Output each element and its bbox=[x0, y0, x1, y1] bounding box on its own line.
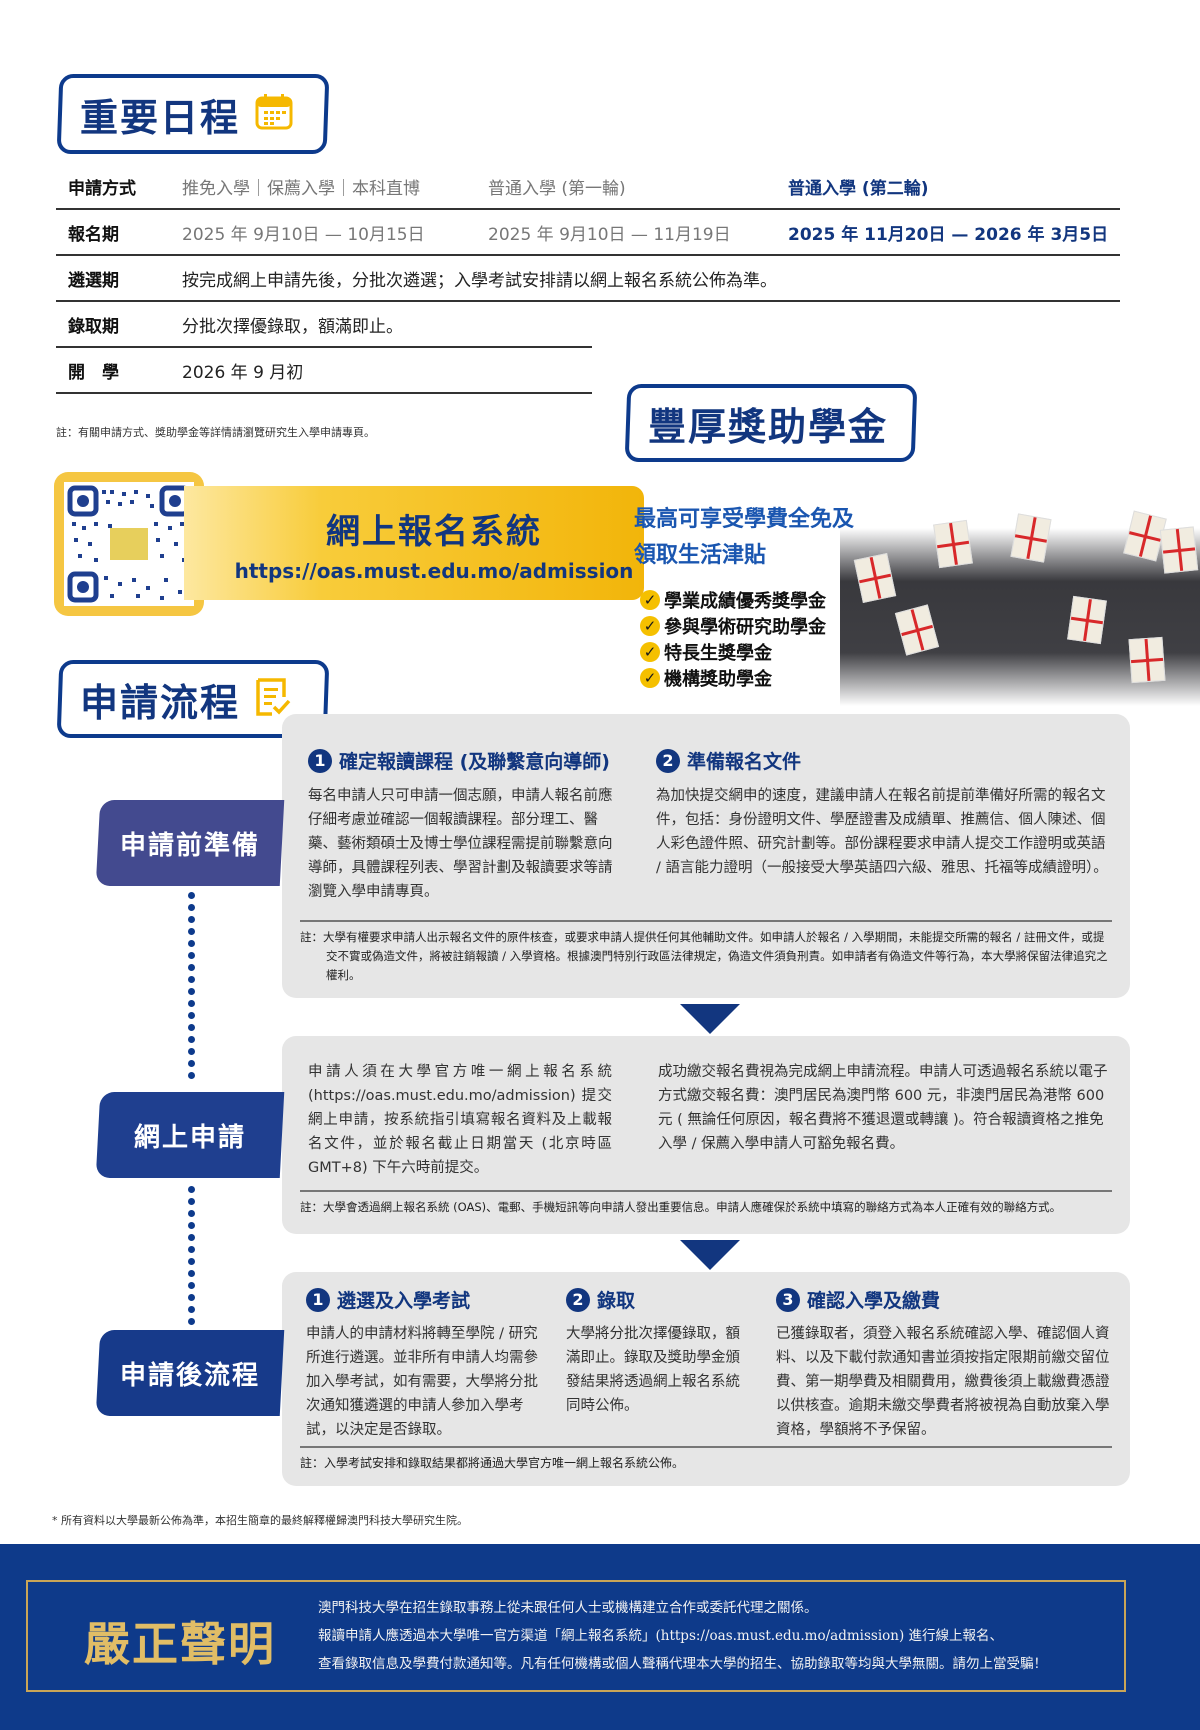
process-title-box: 申請流程 bbox=[56, 660, 330, 738]
scholarship-item: ✓學業成績優秀獎學金 bbox=[640, 587, 826, 613]
schedule-row-registration: 報名期 2025 年 9月10日 — 10月15日 2025 年 9月10日 —… bbox=[56, 210, 1120, 256]
step-text: 申請人須在大學官方唯一網上報名系統 (https://oas.must.edu.… bbox=[308, 1064, 612, 1176]
footer-frame: 嚴正聲明 澳門科技大學在招生錄取事務上從未跟任何人士或機構建立合作或委託代理之關… bbox=[26, 1580, 1126, 1692]
arrow-down-icon bbox=[680, 1004, 740, 1034]
step-text: 申請人的申請材料將轉至學院 / 研究所進行遴選。並非所有申請人均需參加入學考試，… bbox=[306, 1326, 538, 1438]
stage-card-preparation bbox=[282, 714, 1130, 998]
period-round-1: 2025 年 9月10日 — 11月19日 bbox=[488, 224, 731, 245]
step-text: 已獲錄取者，須登入報名系統確認入學、確認個人資料、以及下載付款通知書並須按指定限… bbox=[776, 1326, 1110, 1438]
step-text: 為加快提交網申的速度，建議申請人在報名前提前準備好所需的報名文件，包括：身份證明… bbox=[656, 788, 1108, 876]
process-title: 申請流程 bbox=[80, 680, 241, 725]
row-value: 按完成網上申請先後，分批次遴選；入學考試安排請以網上報名系統公佈為準。 bbox=[182, 270, 777, 291]
stage-label-preparation: 申請前準備 bbox=[95, 800, 285, 886]
scholarship-headline: 最高可享受學費全免及 領取生活津貼 bbox=[634, 502, 854, 574]
row-label: 開 學 bbox=[68, 362, 119, 383]
col-recommend: 推免入學｜保薦入學｜本科直博 bbox=[182, 178, 420, 199]
students-photo bbox=[840, 510, 1200, 706]
schedule-row-admission: 錄取期 分批次擇優錄取，額滿即止。 bbox=[56, 302, 592, 348]
online-system-title: 網上報名系統 bbox=[326, 511, 542, 552]
row-label: 報名期 bbox=[68, 224, 119, 245]
headline-line-1: 最高可享受學費全免及 bbox=[634, 507, 855, 532]
schedule-title-box: 重要日程 bbox=[56, 74, 330, 154]
check-icon: ✓ bbox=[640, 642, 660, 662]
headline-line-2: 領取生活津貼 bbox=[634, 543, 767, 568]
qr-code-icon[interactable] bbox=[64, 482, 194, 606]
scholarship-title: 豐厚獎助學金 bbox=[648, 404, 889, 449]
schedule-row-selection: 遴選期 按完成網上申請先後，分批次遴選；入學考試安排請以網上報名系統公佈為準。 bbox=[56, 256, 1120, 302]
calendar-icon bbox=[254, 92, 294, 136]
row-label: 錄取期 bbox=[68, 316, 119, 337]
arrow-down-icon bbox=[680, 1240, 740, 1270]
check-icon: ✓ bbox=[640, 590, 660, 610]
stage-note: 註：入學考試安排和錄取結果都將通過大學官方唯一網上報名系統公佈。 bbox=[300, 1446, 1112, 1473]
connector-dots bbox=[188, 1186, 196, 1330]
schedule-row-term-start: 開 學 2026 年 9 月初 bbox=[56, 348, 592, 394]
row-label: 申請方式 bbox=[68, 178, 136, 199]
schedule-note: 註：有關申請方式、獎助學金等詳情請瀏覽研究生入學申請專頁。 bbox=[56, 426, 375, 439]
stage-label-post: 申請後流程 bbox=[95, 1330, 285, 1416]
online-system-banner[interactable]: 網上報名系統 https://oas.must.edu.mo/admission bbox=[54, 472, 644, 616]
scholarship-list: ✓學業成績優秀獎學金 ✓參與學術研究助學金 ✓特長生獎學金 ✓機構獎助學金 bbox=[640, 587, 826, 691]
scholarship-item: ✓參與學術研究助學金 bbox=[640, 613, 826, 639]
schedule-row-method: 申請方式 推免入學｜保薦入學｜本科直博 普通入學 (第一輪) 普通入學 (第二輪… bbox=[56, 164, 1120, 210]
footer-title: 嚴正聲明 bbox=[84, 1617, 276, 1671]
period-recommend: 2025 年 9月10日 — 10月15日 bbox=[182, 224, 425, 245]
online-system-url[interactable]: https://oas.must.edu.mo/admission bbox=[234, 558, 634, 583]
period-round-2: 2025 年 11月20日 — 2026 年 3月5日 bbox=[788, 224, 1109, 245]
col-round-1: 普通入學 (第一輪) bbox=[488, 178, 626, 199]
scholarship-title-box: 豐厚獎助學金 bbox=[624, 384, 918, 462]
row-value: 分批次擇優錄取，額滿即止。 bbox=[182, 316, 403, 337]
check-icon: ✓ bbox=[640, 616, 660, 636]
qr-frame bbox=[54, 472, 204, 616]
disclaimer: * 所有資料以大學最新公佈為準，本招生簡章的最終解釋權歸澳門科技大學研究生院。 bbox=[52, 1514, 468, 1527]
schedule-title: 重要日程 bbox=[80, 95, 241, 140]
footer-statement: 嚴正聲明 澳門科技大學在招生錄取事務上從未跟任何人士或機構建立合作或委託代理之關… bbox=[0, 1544, 1200, 1730]
stage-card-post bbox=[282, 1272, 1130, 1486]
stage-note: 註：大學會透過網上報名系統 (OAS)、電郵、手機短訊等向申請人發出重要信息。申… bbox=[300, 1190, 1112, 1217]
step-text: 成功繳交報名費視為完成網上申請流程。申請人可透過報名系統以電子方式繳交報名費：澳… bbox=[658, 1064, 1108, 1152]
step-text: 每名申請人只可申請一個志願，申請人報名前應仔細考慮並確認一個報讀課程。部分理工、… bbox=[308, 788, 613, 900]
stage-card-online bbox=[282, 1036, 1130, 1234]
check-icon: ✓ bbox=[640, 668, 660, 688]
online-system-bar[interactable]: 網上報名系統 https://oas.must.edu.mo/admission bbox=[184, 486, 644, 600]
step-text: 大學將分批次擇優錄取，額滿即止。錄取及獎助學金頒發結果將透過網上報名系統同時公佈… bbox=[566, 1326, 740, 1414]
stage-label-online: 網上申請 bbox=[95, 1092, 285, 1178]
row-value: 2026 年 9 月初 bbox=[182, 362, 304, 383]
scholarship-item: ✓特長生獎學金 bbox=[640, 639, 826, 665]
connector-dots bbox=[188, 892, 196, 1084]
col-round-2: 普通入學 (第二輪) bbox=[788, 178, 929, 199]
scholarship-item: ✓機構獎助學金 bbox=[640, 665, 826, 691]
row-label: 遴選期 bbox=[68, 270, 119, 291]
footer-text: 澳門科技大學在招生錄取事務上從未跟任何人士或機構建立合作或委託代理之關係。 報讀… bbox=[318, 1600, 1047, 1672]
stage-note: 註：大學有權要求申請人出示報名文件的原件核查，或要求申請人提供任何其他輔助文件。… bbox=[300, 920, 1112, 985]
checklist-icon bbox=[254, 677, 292, 721]
